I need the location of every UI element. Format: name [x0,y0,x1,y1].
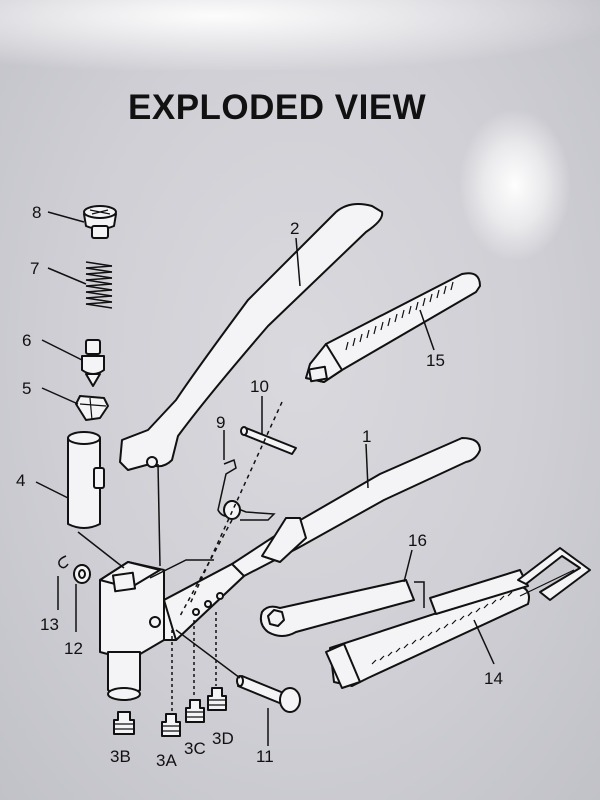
part-4-jaw-housing [67,431,105,529]
part-6-plunger [81,339,105,387]
part-14-lower-grip [325,547,591,689]
label-1: 1 [362,427,371,446]
label-16: 16 [408,531,427,550]
part-9-spring [217,458,276,521]
label-3c: 3C [184,739,206,758]
label-3a: 3A [156,751,177,770]
rivet-head-body [99,561,165,701]
part-7-spring [85,261,113,309]
part-12-roller [73,564,91,584]
part-3b-nosepiece [113,711,135,735]
label-8: 8 [32,203,41,222]
part-3d-nosepiece [207,687,227,711]
label-15: 15 [426,351,445,370]
part-2-upper-handle [119,203,384,567]
leader-9-dashed [179,519,233,617]
label-9: 9 [216,413,225,432]
leader-10-dashed [189,401,283,605]
label-3b: 3B [110,747,131,766]
part-10-pin [240,426,297,455]
label-13: 13 [40,615,59,634]
part-3a-nosepiece [161,713,181,737]
label-6: 6 [22,331,31,350]
part-16-wrench [259,579,425,637]
label-12: 12 [64,639,83,658]
label-7: 7 [30,259,39,278]
part-8-cap [83,205,117,239]
label-5: 5 [22,379,31,398]
leader-11-line [175,629,241,679]
part-11-bolt [236,675,301,713]
part-13-clip [58,555,69,569]
label-10: 10 [250,377,269,396]
label-2: 2 [290,219,299,238]
page-title: EXPLODED VIEW [128,88,427,127]
label-3d: 3D [212,729,234,748]
part-3c-nosepiece [185,699,205,723]
part-1-lower-handle [149,437,481,641]
part-15-upper-grip [305,272,481,383]
label-14: 14 [484,669,503,688]
label-11: 11 [256,747,274,766]
leader-lines [35,211,495,746]
part-5-jaw [75,395,109,421]
label-4: 4 [16,471,25,490]
